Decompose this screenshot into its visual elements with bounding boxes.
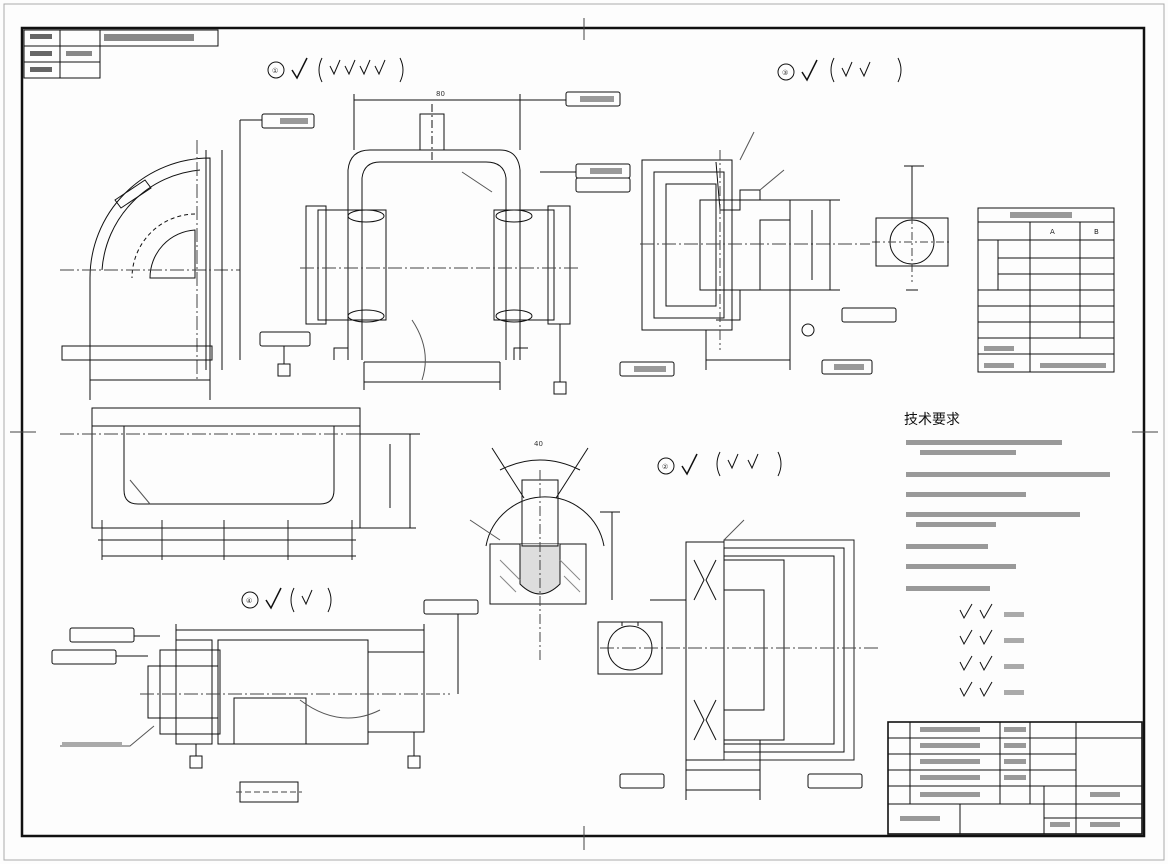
- view-shaft: [51, 599, 479, 803]
- view-pulley-section: [619, 131, 897, 377]
- view-grooved-pulley: [597, 519, 880, 800]
- view-groove-detail: 40: [469, 440, 620, 660]
- dim-80: 80: [436, 90, 445, 98]
- view-quarter-disc: [60, 113, 315, 400]
- view-3-label: ③: [782, 69, 788, 77]
- table-col-a: A: [1050, 228, 1055, 236]
- title-block: [887, 721, 1143, 835]
- view-marker-3: ③: [777, 57, 902, 83]
- inner-frame: [20, 26, 1146, 838]
- parameter-table: A B: [977, 207, 1115, 373]
- outer-frame: [3, 3, 1165, 861]
- tech-notes: 技术要求: [904, 412, 1110, 698]
- view-1-label: ①: [272, 67, 278, 75]
- centering-marks: [10, 18, 1158, 850]
- view-shaft-circle: [872, 165, 950, 291]
- view-4-label: ④: [246, 597, 252, 605]
- view-2-label: ②: [662, 463, 668, 471]
- corner-title-block: [23, 29, 219, 79]
- view-marker-4: ④: [241, 587, 332, 613]
- view-marker-1: ①: [267, 57, 404, 83]
- view-marker-2: ②: [657, 451, 782, 477]
- tech-notes-title: 技术要求: [904, 412, 960, 428]
- table-col-b: B: [1094, 228, 1099, 236]
- dim-40: 40: [534, 440, 543, 448]
- view-long-plate: [60, 407, 420, 560]
- view-bracket-section: 80: [259, 90, 631, 395]
